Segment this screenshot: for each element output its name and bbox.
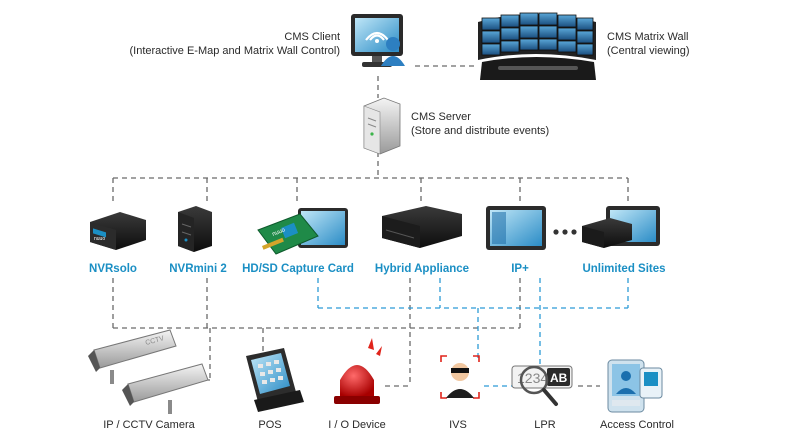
nvrsolo-label: NVRsolo bbox=[89, 263, 137, 275]
cms-client-subtitle: (Interactive E-Map and Matrix Wall Contr… bbox=[130, 45, 341, 57]
more-sites-dots bbox=[553, 229, 577, 235]
nvrmini2-label: NVRmini 2 bbox=[169, 263, 227, 275]
unlimited-sites-label: Unlimited Sites bbox=[582, 263, 665, 275]
server-title: CMS Server bbox=[411, 111, 471, 123]
server-icon bbox=[363, 97, 401, 155]
matrix-wall-subtitle: (Central viewing) bbox=[607, 45, 690, 57]
lpr-label: LPR bbox=[534, 419, 555, 431]
nvrmini2-icon bbox=[178, 206, 212, 252]
cms-client-title: CMS Client bbox=[284, 31, 340, 43]
capture-card-icon: nuuo bbox=[257, 208, 348, 255]
camera-brand: CCTV bbox=[145, 335, 166, 347]
matrix-wall-title: CMS Matrix Wall bbox=[607, 31, 688, 43]
ip-plus-icon bbox=[486, 206, 546, 250]
access-control-label: Access Control bbox=[600, 419, 674, 431]
ivs-label: IVS bbox=[449, 419, 467, 431]
ivs-icon bbox=[440, 355, 480, 399]
server-subtitle: (Store and distribute events) bbox=[411, 125, 549, 137]
capture-card-brand: nuuo bbox=[272, 227, 287, 238]
pos-icon bbox=[246, 348, 304, 412]
hybrid-appliance-icon bbox=[382, 206, 462, 248]
ip-camera-icon: CCTV bbox=[88, 329, 209, 414]
lpr-icon: 1234 AB bbox=[511, 365, 573, 406]
matrix-wall-icon bbox=[478, 12, 596, 80]
connection-lines bbox=[112, 65, 629, 387]
device-labels: IP / CCTV Camera POS I / O Device IVS LP… bbox=[103, 419, 674, 431]
hybrid-appliance-label: Hybrid Appliance bbox=[375, 263, 469, 275]
pos-label: POS bbox=[258, 419, 281, 431]
recorder-labels: NVRsolo NVRmini 2 HD/SD Capture Card Hyb… bbox=[89, 263, 666, 275]
cms-client-icon bbox=[351, 14, 405, 67]
ip-plus-label: IP+ bbox=[511, 263, 529, 275]
io-device-label: I / O Device bbox=[328, 419, 385, 431]
plate-number-text: 1234 bbox=[517, 370, 548, 386]
ip-camera-label: IP / CCTV Camera bbox=[103, 419, 195, 431]
access-control-icon bbox=[607, 359, 663, 413]
plate-letters-text: AB bbox=[550, 371, 568, 385]
nvrsolo-icon: nuuo bbox=[90, 212, 146, 250]
capture-card-label: HD/SD Capture Card bbox=[242, 263, 354, 275]
io-device-icon bbox=[334, 338, 382, 404]
nvrsolo-brand: nuuo bbox=[94, 236, 105, 242]
unlimited-sites-icon bbox=[582, 206, 660, 248]
